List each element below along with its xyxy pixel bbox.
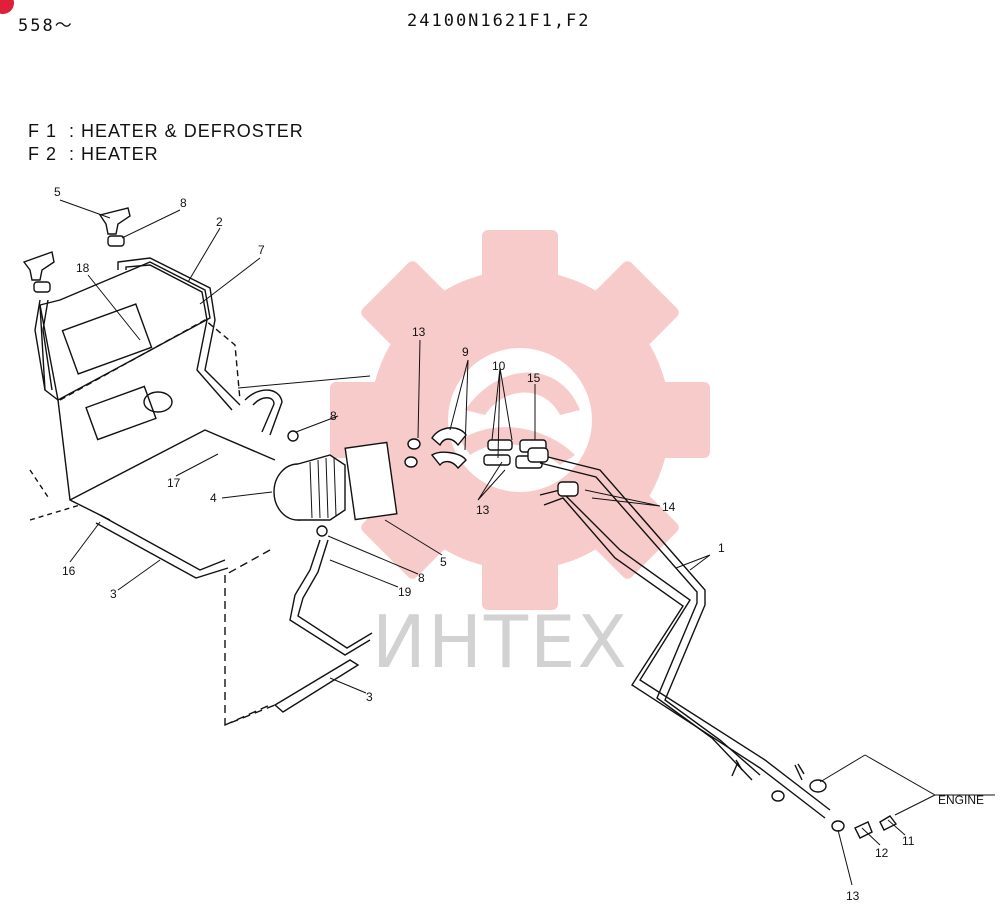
page-reference: 558～ xyxy=(18,16,74,36)
callout-5: 5 xyxy=(440,555,447,569)
callout-19: 19 xyxy=(398,585,412,599)
hoses-middle xyxy=(224,539,373,727)
corner-mark xyxy=(0,0,14,14)
legend-line-f2: F 2 : HEATER xyxy=(28,144,159,164)
legend-line-f1: F 1 : HEATER & DEFROSTER xyxy=(28,121,304,141)
callout-7: 7 xyxy=(258,243,265,257)
hoses-left xyxy=(34,257,283,579)
cab-frame xyxy=(29,261,276,521)
callout-11: 11 xyxy=(902,834,915,848)
engine-label: ENGINE xyxy=(938,793,984,807)
callout-10: 10 xyxy=(492,359,506,373)
pipes-long xyxy=(527,447,831,819)
callout-16: 16 xyxy=(62,564,76,578)
callout-17: 17 xyxy=(167,476,181,490)
callout-8: 8 xyxy=(418,571,425,585)
callout-3: 3 xyxy=(366,690,373,704)
couplings xyxy=(287,427,547,537)
leader-lines xyxy=(59,199,995,886)
callout-8: 8 xyxy=(180,196,187,210)
callout-3: 3 xyxy=(110,587,117,601)
callout-13: 13 xyxy=(412,325,426,339)
watermark-gear xyxy=(330,230,710,610)
callout-18: 18 xyxy=(76,261,90,275)
drawing-number: 24100N1621F1,F2 xyxy=(407,11,591,31)
callout-9: 9 xyxy=(462,345,469,359)
defroster-nozzles xyxy=(22,207,131,293)
callout-13: 13 xyxy=(476,503,490,517)
callout-1: 1 xyxy=(718,541,725,555)
heater-unit xyxy=(273,441,398,521)
callout-2: 2 xyxy=(216,215,223,229)
watermark-text: ИНТЕХ xyxy=(372,600,629,684)
callout-8: 8 xyxy=(330,409,337,423)
callout-12: 12 xyxy=(875,846,889,860)
callouts: 5 8 2 7 18 13 9 10 15 8 17 4 13 14 5 1 1… xyxy=(54,185,984,903)
callout-5: 5 xyxy=(54,185,61,199)
callout-13: 13 xyxy=(846,889,860,903)
callout-14: 14 xyxy=(662,500,676,514)
callout-4: 4 xyxy=(210,491,217,505)
callout-15: 15 xyxy=(527,371,541,385)
